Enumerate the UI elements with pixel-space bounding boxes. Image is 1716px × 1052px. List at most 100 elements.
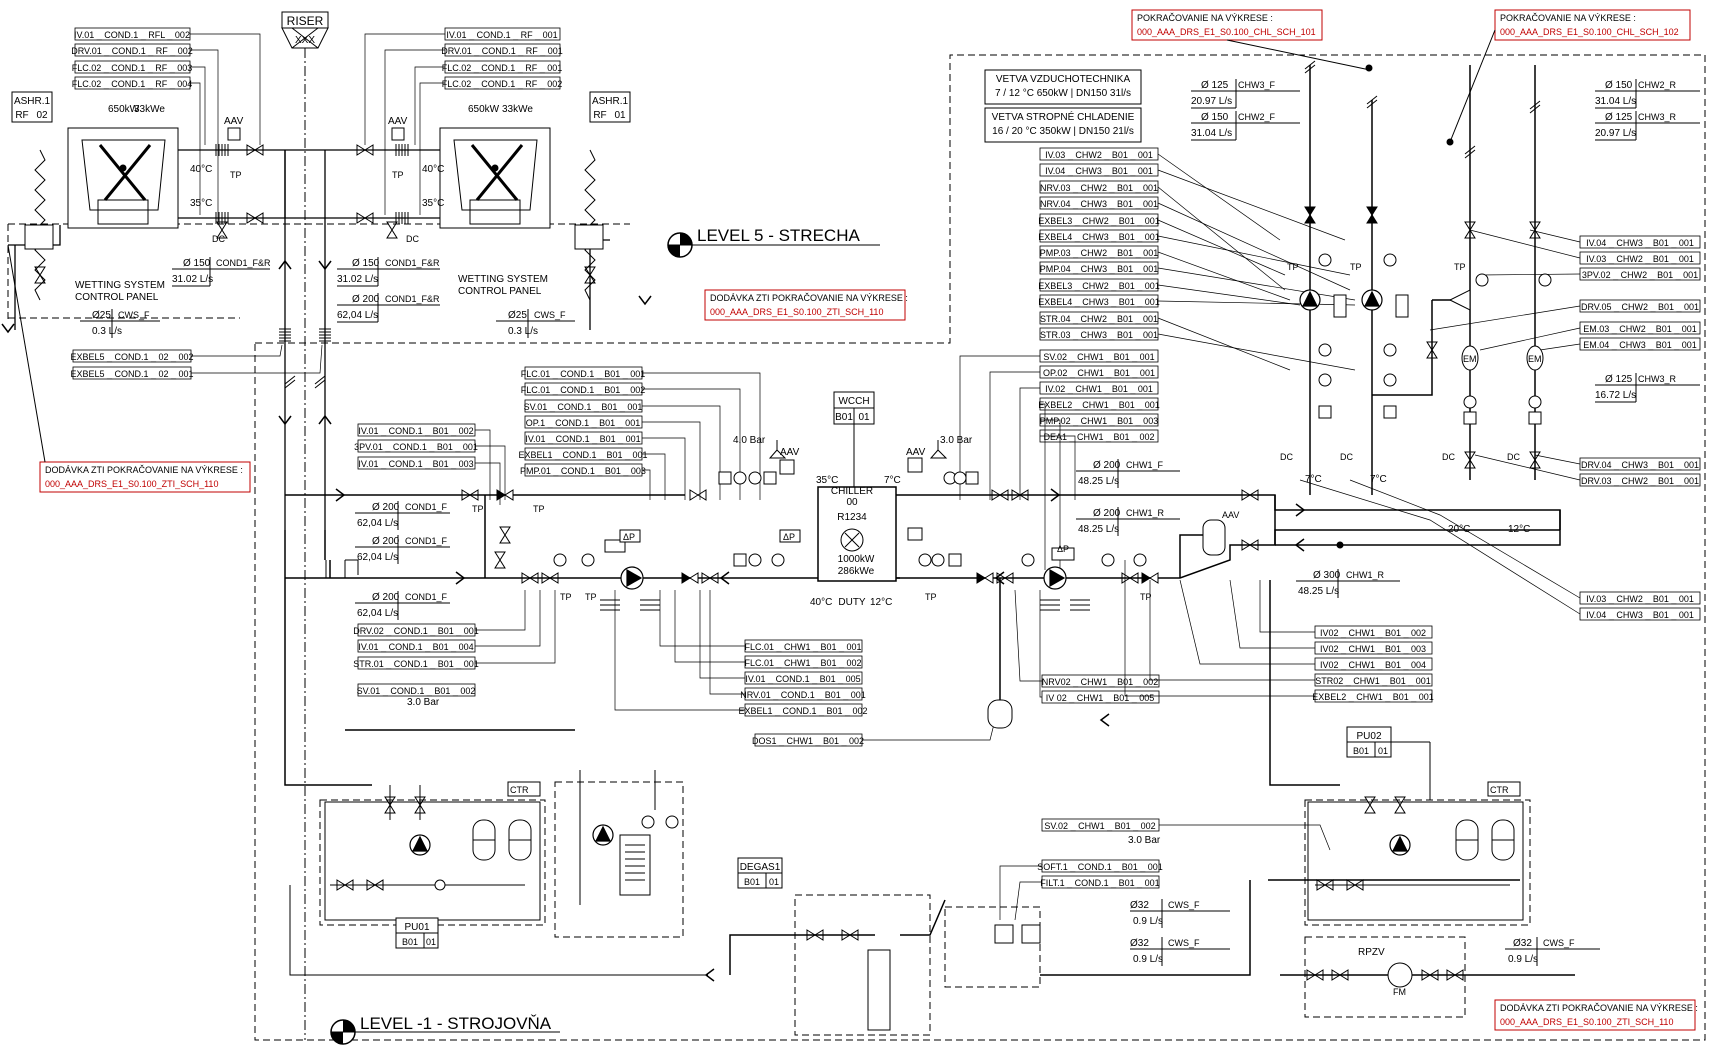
tag-label: IV.04 _ CHW3 _ B01 _ 001 bbox=[1586, 238, 1694, 248]
tag-label: IV.03 _ CHW2 _ B01 _ 001 bbox=[1045, 150, 1153, 160]
tp-label: TP bbox=[1454, 262, 1466, 272]
pu01-label: PU01 B01 01 CTR bbox=[395, 785, 529, 949]
chiller-unit[interactable]: CHILLER 00 R1234 1000kW 286kWe DUTY WCCH… bbox=[817, 391, 897, 608]
svg-text:CWS_F: CWS_F bbox=[1543, 938, 1575, 948]
pu01-unit[interactable] bbox=[289, 781, 715, 982]
level-5-label: LEVEL 5 - STRECHA bbox=[697, 226, 860, 245]
svg-text:62,04 L/s: 62,04 L/s bbox=[337, 310, 378, 321]
riser-symbol: RISER XXX bbox=[281, 11, 329, 1040]
tag-label: IV02 _ CHW1 _ B01 _ 002 bbox=[1320, 628, 1426, 638]
continuation-notes: POKRAČOVANIE NA VÝKRESE : 000_AAA_DRS_E1… bbox=[7, 9, 1698, 1031]
tag-label: STR.03 _ CHW3 _ B01 _ 001 bbox=[1040, 330, 1158, 340]
svg-text:Ø 125: Ø 125 bbox=[1201, 80, 1229, 91]
tag-label: FLC.02 _ COND.1 _ RF _ 001 bbox=[442, 63, 563, 73]
chw-riser-components[interactable] bbox=[1299, 206, 1552, 469]
svg-text:CWS_F: CWS_F bbox=[1168, 900, 1200, 910]
temp-label: 40°C bbox=[190, 164, 212, 175]
chw-riser-symbols bbox=[1304, 60, 1544, 371]
makeup-water-components[interactable] bbox=[806, 924, 1464, 1031]
svg-text:Ø32: Ø32 bbox=[1130, 900, 1149, 911]
svg-text:CHW2_F: CHW2_F bbox=[1238, 112, 1276, 122]
tag-label: EXBEL5 _ COND.1 _ 02 _ 002 bbox=[70, 352, 193, 362]
svg-text:31.04 L/s: 31.04 L/s bbox=[1191, 128, 1232, 139]
svg-text:0.9 L/s: 0.9 L/s bbox=[1133, 916, 1163, 927]
tag-label: NRV.03 _ CHW2 _ B01 _ 001 bbox=[1040, 183, 1158, 193]
svg-text:0.3 L/s: 0.3 L/s bbox=[508, 326, 538, 337]
pu02-unit[interactable] bbox=[1307, 781, 1524, 921]
chiller-tag-n: 01 bbox=[858, 412, 870, 423]
tag-label: EXBEL3 _ CHW2 _ B01 _ 001 bbox=[1038, 216, 1160, 226]
dc-label: DC bbox=[1340, 452, 1353, 462]
svg-text:CWS_F: CWS_F bbox=[534, 310, 566, 320]
svg-text:62,04 L/s: 62,04 L/s bbox=[357, 518, 398, 529]
tag-label: IV.04 _ CHW3 _ B01 _ 001 bbox=[1045, 166, 1153, 176]
dc-label: DC bbox=[1280, 452, 1293, 462]
ctr-label: CTR bbox=[510, 785, 529, 795]
level-5-marker: LEVEL 5 - STRECHA bbox=[667, 226, 880, 258]
tag-label: FLC.01 _ CHW1 _ B01 _ 001 bbox=[744, 642, 861, 652]
svg-text:COND1_F: COND1_F bbox=[405, 592, 448, 602]
wetting-panel-label: CONTROL PANEL bbox=[458, 286, 542, 297]
tag-label: IV.01 _ COND.1 _ B01 _ 004 bbox=[358, 642, 473, 652]
svg-text:0.9 L/s: 0.9 L/s bbox=[1133, 954, 1163, 965]
pipe-label-w1: Ø32 CWS_F 0.9 L/s bbox=[1130, 899, 1230, 928]
tag-label: IV.02 _ CHW1 _ B01 _ 001 bbox=[1045, 384, 1153, 394]
svg-text:48.25 L/s: 48.25 L/s bbox=[1078, 524, 1119, 535]
tag-label: EM.04 _ CHW3 _ B01 _ 001 bbox=[1583, 340, 1697, 350]
temp-label: 40°C bbox=[810, 597, 832, 608]
tag-label: IV.01 _ COND.1 _ B01 _ 001 bbox=[525, 434, 640, 444]
tag-label: NRV.04 _ CHW3 _ B01 _ 001 bbox=[1040, 199, 1158, 209]
svg-text:CWS_F: CWS_F bbox=[1168, 938, 1200, 948]
tag-label: FLC.02 _ COND.1 _ RF _ 003 bbox=[72, 63, 193, 73]
tp-label: TP bbox=[585, 592, 597, 602]
tag-label: FLC.01 _ CHW1 _ B01 _ 002 bbox=[744, 658, 861, 668]
tag-label: IV02 _ CHW1 _ B01 _ 004 bbox=[1320, 660, 1426, 670]
aav-label: AAV bbox=[906, 447, 926, 458]
svg-text:CHW2_R: CHW2_R bbox=[1638, 80, 1677, 90]
aav-label: AAV bbox=[224, 116, 244, 127]
tag-label: SV.02 _ CHW1 _ B01 _ 002 bbox=[1044, 821, 1155, 831]
tag-label: EXBEL2 _ CHW1 _ B01 _ 001 bbox=[1038, 400, 1160, 410]
tag-label: EXBEL2 _ CHW1 _ B01 _ 001 bbox=[1312, 692, 1434, 702]
continuation-ref: 000_AAA_DRS_E1_S0.100_ZTI_SCH_110 bbox=[45, 479, 218, 489]
svg-text:48.25 L/s: 48.25 L/s bbox=[1298, 586, 1339, 597]
roof-aav bbox=[227, 127, 405, 141]
tag-label: NRV.01 _ COND.1 _ B01 _ 001 bbox=[740, 690, 866, 700]
dp-label: ΔP bbox=[783, 532, 795, 542]
pressure-label: 3.0 Bar bbox=[1128, 835, 1161, 846]
branch-info: VETVA VZDUCHOTECHNIKA 7 / 12 °C 650kW | … bbox=[984, 69, 1142, 143]
svg-text:COND1_F&R: COND1_F&R bbox=[385, 258, 440, 268]
tp-label: TP bbox=[392, 170, 404, 180]
tag-label: 3PV.02 _ CHW2 _ B01 _ 001 bbox=[1582, 270, 1698, 280]
svg-text:16.72 L/s: 16.72 L/s bbox=[1595, 390, 1636, 401]
svg-text:CHW1_R: CHW1_R bbox=[1126, 508, 1165, 518]
tag-label: IV.03 _ CHW2 _ B01 _ 001 bbox=[1586, 594, 1694, 604]
tag-texts: IV.01 _ COND.1 _ RFL _ 002 DRV.01 _ COND… bbox=[70, 30, 1699, 888]
svg-text:Ø 150: Ø 150 bbox=[1201, 112, 1229, 123]
continuation-ref: 000_AAA_DRS_E1_S0.100_ZTI_SCH_110 bbox=[710, 307, 883, 317]
svg-text:20.97 L/s: 20.97 L/s bbox=[1191, 96, 1232, 107]
tag-label: PMP.04 _ CHW3 _ B01 _ 001 bbox=[1040, 264, 1158, 274]
tag-label: FLC.01 _ COND.1 _ B01 _ 002 bbox=[521, 385, 646, 395]
svg-text:CHW1_R: CHW1_R bbox=[1346, 570, 1385, 580]
dc-label: DC bbox=[406, 234, 419, 244]
continuation-heading: DODÁVKA ZTI POKRAČOVANIE NA VÝKRESE : bbox=[710, 293, 908, 303]
dc-label: DC bbox=[212, 234, 225, 244]
chw1-text: 3.0 Bar AAV 7°C 12°C 20°C 12°C 7°C 7°C Δ… bbox=[870, 435, 1530, 608]
ashr-unit-left[interactable] bbox=[34, 127, 179, 301]
tag-label: EXBEL1 _ COND.1 _ B01 _ 001 bbox=[518, 450, 647, 460]
degas-unit[interactable] bbox=[579, 770, 679, 905]
wetting-panel-label: WETTING SYSTEM bbox=[458, 274, 548, 285]
temp-label: 35°C bbox=[816, 475, 838, 486]
pu02-label: PU02 B01 01 CTR 3.0 Bar RPZV FM bbox=[1128, 726, 1509, 997]
tag-label: STR02 _ CHW1 _ B01 _ 001 bbox=[1315, 676, 1431, 686]
branch-air-title: VETVA VZDUCHOTECHNIKA bbox=[996, 74, 1131, 85]
